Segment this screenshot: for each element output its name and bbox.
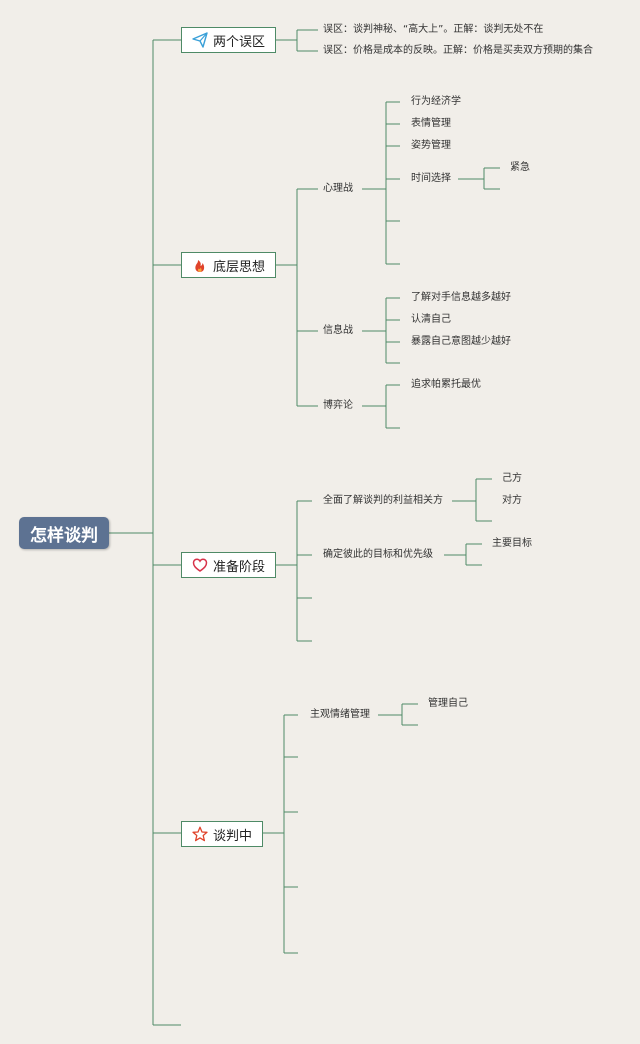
heart-icon [192, 557, 208, 573]
emotion-management-node[interactable]: 主观情绪管理 [310, 709, 370, 720]
time-choice-item-1: 紧急 [510, 162, 530, 173]
psych-item-3: 姿势管理 [411, 140, 451, 151]
topic-label: 两个误区 [212, 34, 265, 50]
root-node[interactable]: 怎样谈判 [19, 517, 109, 549]
psych-item-1: 行为经济学 [411, 96, 461, 107]
topic-preparation[interactable]: 准备阶段 [181, 552, 276, 578]
topic-label: 底层思想 [212, 259, 265, 275]
topic-label: 谈判中 [212, 828, 252, 844]
game-theory-node[interactable]: 博弈论 [323, 400, 353, 411]
paper-plane-icon [192, 32, 208, 48]
topic-misunderstandings[interactable]: 两个误区 [181, 27, 276, 53]
fire-icon [192, 257, 208, 273]
info-item-2: 认清自己 [411, 314, 451, 325]
misunderstanding-item-2: 误区：价格是成本的反映。正解：价格是买卖双方预期的集合 [323, 45, 593, 56]
topic-during-negotiation[interactable]: 谈判中 [181, 821, 263, 847]
star-icon [192, 826, 208, 842]
misunderstanding-item-1: 误区：谈判神秘、“高大上”。正解：谈判无处不在 [323, 24, 544, 35]
topic-underlying-thinking[interactable]: 底层思想 [181, 252, 276, 278]
psychological-war-node[interactable]: 心理战 [323, 183, 353, 194]
goals-node[interactable]: 确定彼此的目标和优先级 [323, 549, 433, 560]
game-item-1: 追求帕累托最优 [411, 379, 481, 390]
info-item-3: 暴露自己意图越少越好 [411, 336, 511, 347]
stakeholders-node[interactable]: 全面了解谈判的利益相关方 [323, 495, 443, 506]
information-war-node[interactable]: 信息战 [323, 325, 353, 336]
emotion-item-1: 管理自己 [428, 698, 468, 709]
stakeholder-item-2: 对方 [502, 495, 522, 506]
psych-item-4: 时间选择 [411, 173, 451, 184]
goals-item-1: 主要目标 [492, 538, 532, 549]
stakeholder-item-1: 己方 [502, 473, 522, 484]
topic-label: 准备阶段 [212, 559, 265, 575]
info-item-1: 了解对手信息越多越好 [411, 292, 511, 303]
psych-item-2: 表情管理 [411, 118, 451, 129]
